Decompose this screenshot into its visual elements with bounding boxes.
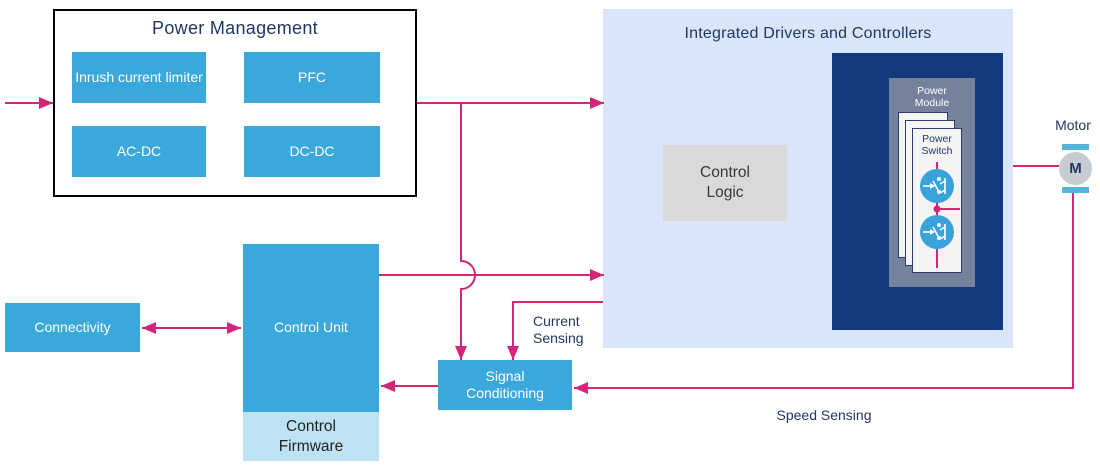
connectivity-block: Connectivity — [5, 303, 140, 352]
motor-label: Motor — [1055, 117, 1091, 133]
motor-top-bar — [1062, 144, 1089, 150]
motor-icon: M — [1059, 152, 1092, 185]
control-logic-block: Control Logic — [663, 145, 787, 221]
pm-block-ac-dc: AC-DC — [72, 126, 206, 177]
connectivity-label: Connectivity — [34, 318, 111, 335]
motor-letter: M — [1069, 160, 1082, 177]
speed-sensing-label: Speed Sensing — [776, 407, 872, 423]
pm-block-dc-dc-label: DC-DC — [289, 142, 335, 159]
control-firmware-label: Control Firmware — [278, 418, 344, 455]
power-module-label: Power Module — [914, 85, 950, 110]
power-management-title: Power Management — [152, 18, 318, 38]
control-logic-label: Control Logic — [700, 163, 750, 201]
pm-block-pfc: PFC — [244, 52, 380, 103]
control-unit-label: Control Unit — [274, 319, 348, 336]
pm-block-ac-dc-label: AC-DC — [116, 142, 162, 159]
pm-block-inrush-label: Inrush current limiter — [75, 68, 203, 85]
signal-conditioning-block: Signal Conditioning — [438, 360, 572, 410]
current-sensing-label: Current Sensing — [533, 313, 584, 346]
pm-block-inrush-current-limiter: Inrush current limiter — [72, 52, 206, 103]
control-unit-block: Control Unit — [243, 244, 379, 412]
integrated-drivers-title: Integrated Drivers and Controllers — [684, 25, 932, 42]
pm-block-pfc-label: PFC — [298, 68, 326, 85]
pm-block-dc-dc: DC-DC — [244, 126, 380, 177]
control-firmware-block: Control Firmware — [243, 412, 379, 461]
power-switch-label: Power Switch — [921, 133, 953, 158]
signal-conditioning-label: Signal Conditioning — [466, 367, 544, 402]
motor-bottom-bar — [1062, 187, 1089, 193]
arrow-power-branch-to-signal-conditioning — [455, 103, 476, 360]
